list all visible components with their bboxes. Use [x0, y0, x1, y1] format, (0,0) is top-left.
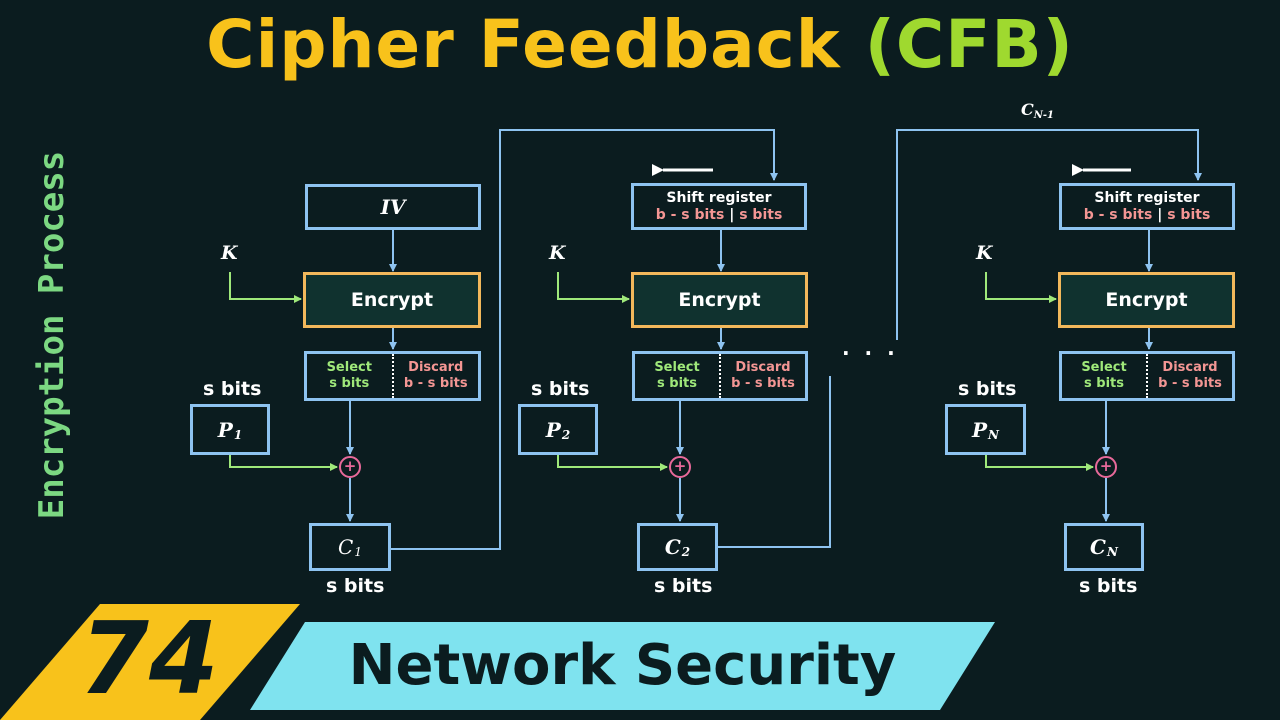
- encrypt-box-1: Encrypt: [303, 272, 481, 328]
- wire-p-to-xor-2: [557, 455, 668, 471]
- shift-right-bits-n: s bits: [1167, 206, 1211, 223]
- p-main-n: P: [971, 417, 988, 442]
- shift-left-bits-2: b - s bits: [655, 206, 725, 223]
- select-text-1: Select: [326, 360, 372, 375]
- key-label-1: K: [221, 242, 238, 264]
- encrypt-box-n: Encrypt: [1058, 272, 1235, 328]
- discard-bits-n: b - s bits: [1158, 376, 1222, 391]
- s-bits-label-c2: s bits: [654, 575, 713, 597]
- series-title: Network Security: [348, 633, 897, 698]
- c-prev-sub: N-1: [1033, 110, 1054, 121]
- shift-separator-n: |: [1152, 206, 1168, 223]
- discard-text-2: Discard: [735, 360, 791, 375]
- select-bits-2: s bits: [657, 376, 697, 391]
- wire-key-n: [985, 272, 1057, 303]
- discard-text-1: Discard: [408, 360, 464, 375]
- c-prev-label: CN-1: [1021, 100, 1054, 121]
- wire-feedback-2: [718, 376, 831, 548]
- c-main-2: C: [664, 535, 681, 559]
- s-bits-label-c1: s bits: [326, 575, 385, 597]
- shift-register-box-2: Shift register b - s bits | s bits: [631, 183, 807, 230]
- encrypt-label-n: Encrypt: [1105, 289, 1188, 311]
- episode-number: 74: [79, 600, 219, 717]
- series-banner-background: [250, 622, 995, 710]
- wire-key-1: [229, 272, 302, 303]
- encrypt-box-2: Encrypt: [631, 272, 808, 328]
- c-main-n: C: [1090, 535, 1106, 559]
- select-bits-n: s bits: [1084, 376, 1124, 391]
- c-sub-n: N: [1106, 545, 1118, 559]
- iv-box: IV: [305, 184, 481, 230]
- c-prev-main: C: [1021, 100, 1034, 119]
- p-sub-1: 1: [233, 427, 243, 442]
- xor-icon-2: +: [669, 456, 691, 478]
- wire-feedback-n: [896, 129, 1202, 340]
- discard-bits-1: b - s bits: [403, 376, 468, 391]
- xor-icon-1: +: [339, 456, 361, 478]
- title-acronym: (CFB): [864, 6, 1074, 83]
- select-bits-1: s bits: [329, 376, 370, 391]
- page-title: Cipher Feedback (CFB): [0, 6, 1280, 83]
- encrypt-label-2: Encrypt: [678, 289, 761, 311]
- p-main-1: P: [217, 417, 233, 442]
- shift-left-bits-n: b - s bits: [1083, 206, 1153, 223]
- wire-p-to-xor-n: [985, 455, 1094, 471]
- s-bits-label-cn: s bits: [1079, 575, 1138, 597]
- discard-text-n: Discard: [1162, 360, 1218, 375]
- s-bits-label-p1: s bits: [203, 378, 262, 400]
- p-main-2: P: [545, 417, 561, 442]
- p-sub-2: 2: [561, 427, 571, 442]
- c-main-1: C: [338, 535, 354, 559]
- s-bits-label-pn: s bits: [958, 378, 1017, 400]
- iv-label: IV: [380, 195, 406, 219]
- shift-register-label-n: Shift register: [1094, 189, 1200, 206]
- shift-register-label-2: Shift register: [666, 189, 772, 206]
- c-sub-2: 2: [681, 545, 691, 559]
- shift-register-box-n: Shift register b - s bits | s bits: [1059, 183, 1235, 230]
- wire-p-to-xor-1: [229, 455, 338, 471]
- select-text-n: Select: [1081, 360, 1127, 375]
- key-label-n: K: [976, 242, 993, 264]
- discard-bits-2: b - s bits: [731, 376, 795, 391]
- wire-feedback-1: [391, 129, 778, 550]
- c-sub-1: 1: [354, 545, 362, 559]
- select-text-2: Select: [654, 360, 700, 375]
- shift-separator-2: |: [724, 206, 740, 223]
- p-sub-n: N: [988, 427, 999, 442]
- title-main: Cipher Feedback: [206, 6, 841, 83]
- key-label-2: K: [549, 242, 566, 264]
- shift-right-bits-2: s bits: [739, 206, 783, 223]
- s-bits-label-p2: s bits: [531, 378, 590, 400]
- xor-icon-n: +: [1095, 456, 1117, 478]
- wire-key-2: [557, 272, 630, 303]
- encrypt-label-1: Encrypt: [350, 289, 434, 311]
- ellipsis: . . .: [842, 336, 899, 360]
